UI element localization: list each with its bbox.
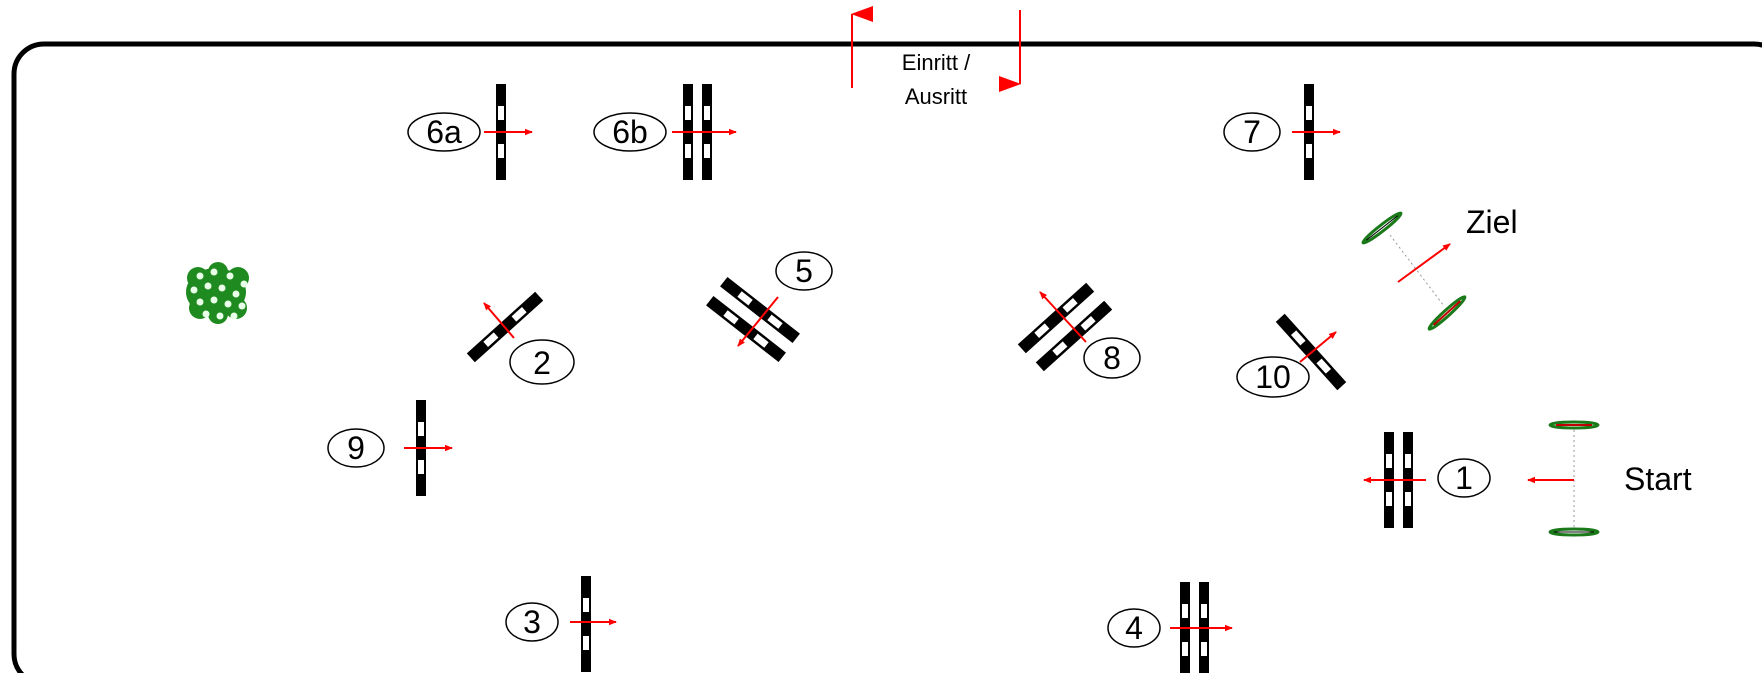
obstacle-5: 5 [706,251,833,363]
entrance-label-line2: Ausritt [905,84,967,109]
obstacle-5-number-oval [775,251,833,291]
obstacle-9-number-oval [327,428,385,468]
obstacle-6a: 6a [407,84,533,180]
obstacle-9: 9 [327,400,453,496]
flower-box-icon [186,262,249,324]
obstacle-6b-number: 6b [612,114,648,150]
finish-label: Ziel [1466,204,1518,240]
entrance-exit-arrows-icon [851,6,1021,92]
obstacle-9-number: 9 [347,430,365,466]
arena-border [11,41,1762,673]
obstacle-6a-number-oval [407,112,481,152]
jump-direction-arrow-icon [737,296,779,347]
obstacle-6b: 6b [593,84,737,180]
jump-direction-arrow-icon [1039,291,1087,343]
obstacle-5-number: 5 [795,253,813,289]
jump-direction-arrow-icon [1397,243,1451,283]
start-label: Start [1624,461,1692,497]
obstacle-10: 10 [1236,313,1347,398]
obstacle-10-number: 10 [1255,359,1291,395]
obstacle-4-number-oval [1107,608,1161,648]
obstacle-7-number: 7 [1243,114,1261,150]
obstacle-8-number-oval [1083,337,1141,379]
obstacle-1-number: 1 [1455,460,1473,496]
start-line [1527,420,1600,537]
obstacle-4-number: 4 [1125,610,1143,646]
obstacle-3-number-oval [505,602,559,642]
entrance-label-line1: Einritt / [902,50,971,75]
obstacle-1-number-oval [1437,458,1491,498]
obstacle-4: 4 [1107,582,1233,673]
obstacle-6a-number: 6a [426,114,462,150]
obstacle-7-number-oval [1223,112,1281,152]
obstacle-2-number-oval [509,339,575,385]
obstacle-2: 2 [466,291,575,385]
obstacle-1: 1 [1363,432,1491,528]
finish-line [1359,209,1469,333]
obstacle-2-number: 2 [533,345,551,381]
obstacle-7: 7 [1223,84,1341,180]
obstacle-8-number: 8 [1103,340,1121,376]
obstacle-3-number: 3 [523,604,541,640]
jump-direction-arrow-icon [1299,331,1337,363]
obstacle-8: 8 [1017,282,1141,379]
obstacle-10-number-oval [1236,356,1310,398]
jump-direction-arrow-icon [483,302,515,339]
obstacle-3: 3 [505,576,617,672]
obstacle-6b-number-oval [593,112,667,152]
